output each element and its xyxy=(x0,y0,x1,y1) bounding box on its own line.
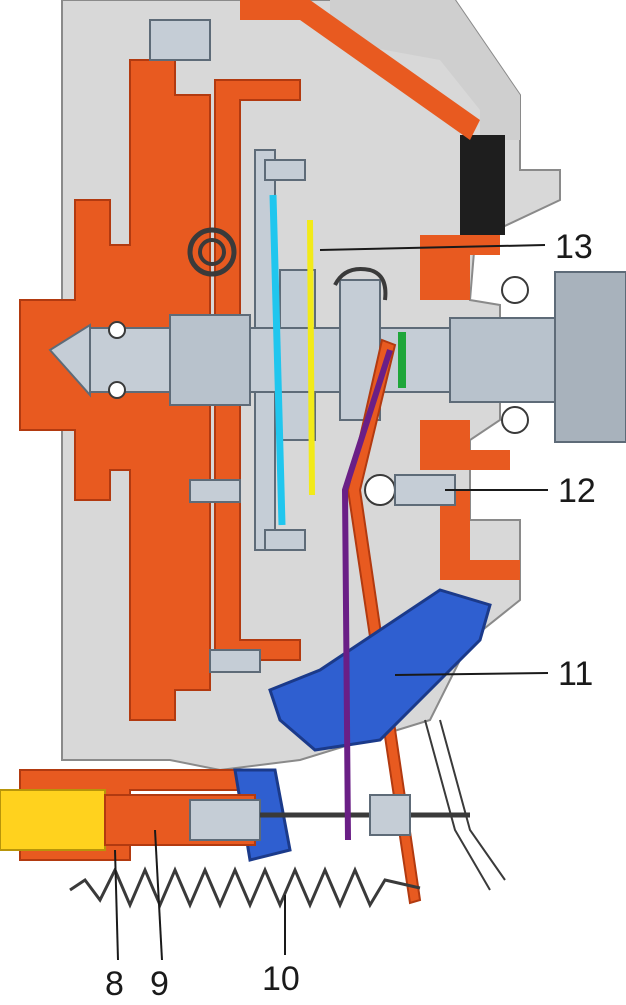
linkage-lines xyxy=(424,719,506,891)
callout-10: 10 xyxy=(262,960,300,998)
leader-lines xyxy=(114,244,549,961)
input-shaft xyxy=(48,271,626,443)
callout-8: 8 xyxy=(105,965,124,1003)
return-spring xyxy=(69,866,421,909)
callout-9: 9 xyxy=(150,965,169,1003)
yellow-marker-line xyxy=(307,219,315,496)
purple-marker-line xyxy=(341,349,393,841)
slave-cylinder xyxy=(0,789,470,851)
callout-11: 11 xyxy=(558,655,593,693)
callout-12: 12 xyxy=(558,472,596,510)
release-bearing-sleeve xyxy=(333,267,388,421)
callout-13: 13 xyxy=(555,228,593,266)
cyan-marker-line xyxy=(269,194,286,526)
